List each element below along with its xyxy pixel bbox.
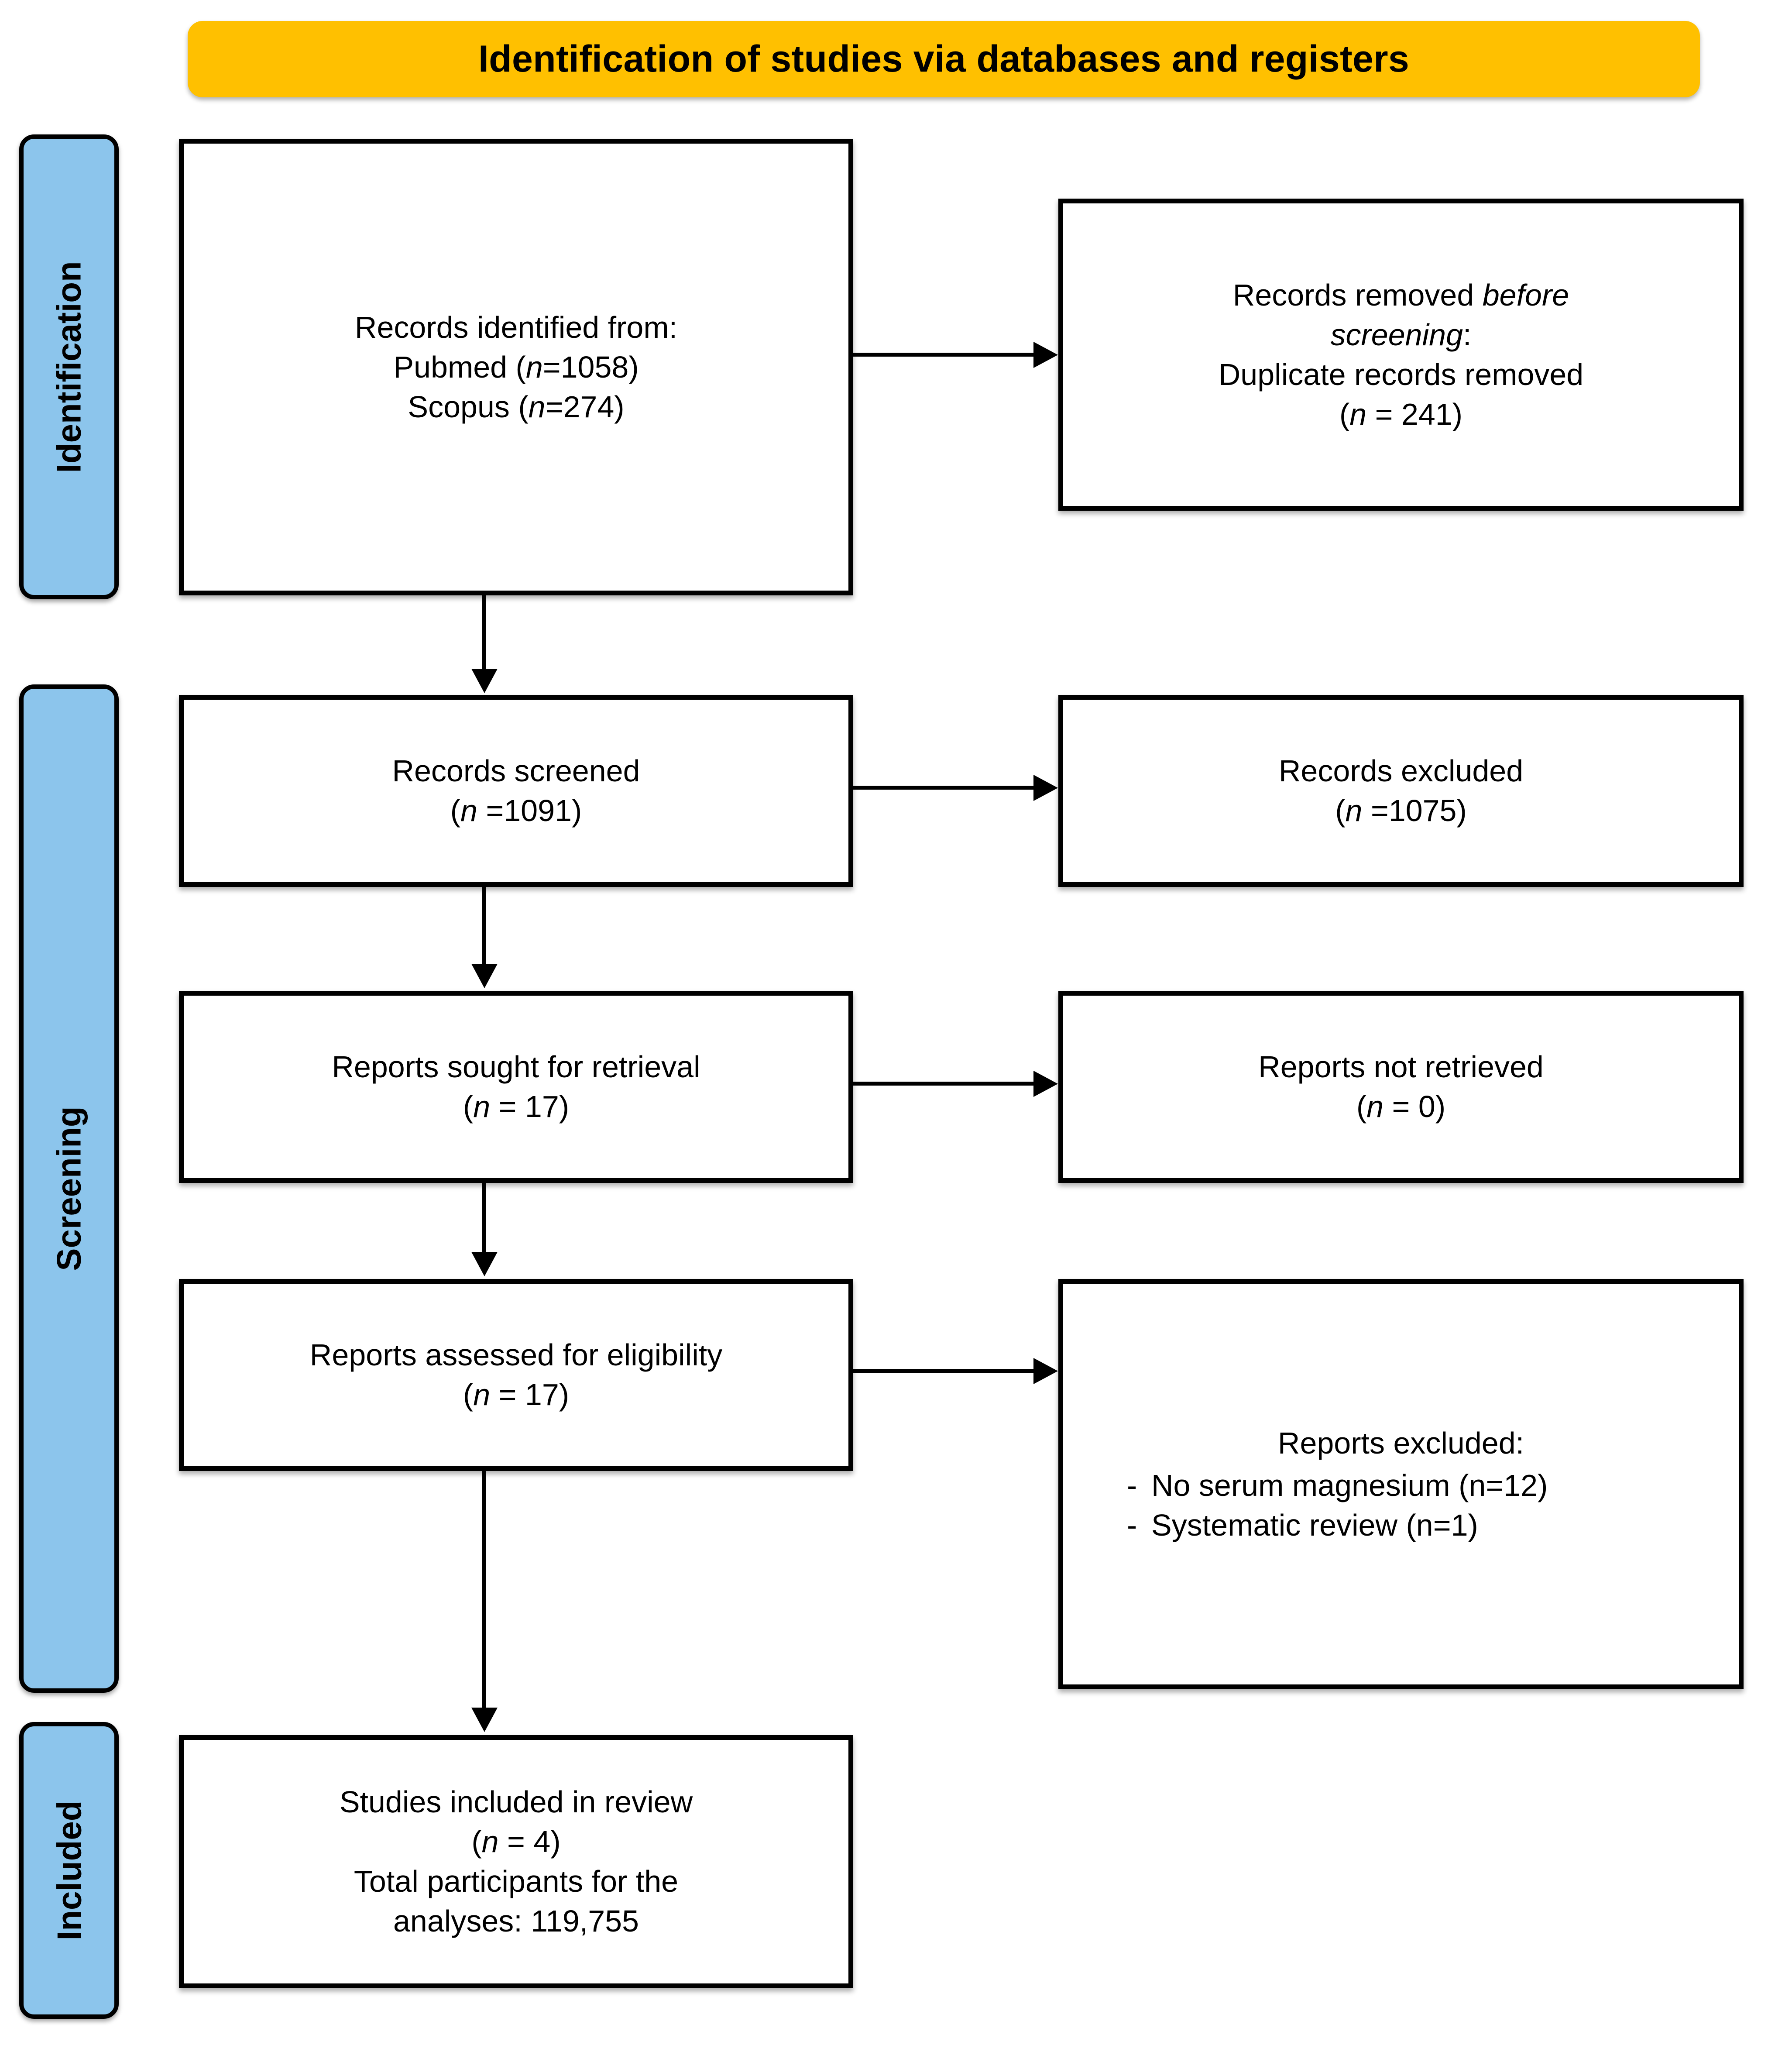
stage-label-included-text: Included xyxy=(50,1800,88,1941)
reports-assessed-count-value: = 17) xyxy=(490,1378,570,1412)
studies-included-line3: Total participants for the xyxy=(354,1864,679,1898)
records-identified-line1: Records identified from: xyxy=(354,310,678,344)
box-reports-not-retrieved: Reports not retrieved (n = 0) xyxy=(1058,991,1744,1183)
connector-identified-to-removed xyxy=(853,353,1034,357)
reports-not-retrieved-count-n: n xyxy=(1366,1090,1384,1124)
reports-not-retrieved-count-prefix: ( xyxy=(1356,1090,1367,1124)
reports-sought-count-n: n xyxy=(473,1090,491,1124)
records-identified-pubmed-n: n xyxy=(525,350,543,384)
connector-sought-to-assessed xyxy=(482,1183,486,1255)
records-removed-count-prefix: ( xyxy=(1339,397,1350,431)
arrowhead-right-icon xyxy=(1033,775,1058,801)
reports-excluded-title: Reports excluded: xyxy=(1277,1426,1524,1460)
arrowhead-right-icon xyxy=(1033,1071,1058,1097)
records-excluded-line1: Records excluded xyxy=(1278,754,1524,788)
records-screened-count-n: n xyxy=(460,794,477,828)
arrowhead-right-icon xyxy=(1033,342,1058,368)
records-excluded-count-prefix: ( xyxy=(1335,794,1346,828)
box-studies-included: Studies included in review (n = 4) Total… xyxy=(179,1735,853,1988)
connector-assessed-to-included xyxy=(482,1471,486,1709)
box-reports-excluded: Reports excluded: -No serum magnesium (n… xyxy=(1058,1279,1744,1689)
reports-sought-count-value: = 17) xyxy=(490,1090,570,1124)
reports-assessed-count-prefix: ( xyxy=(463,1378,474,1412)
records-screened-line1: Records screened xyxy=(392,754,640,788)
records-removed-screening: screening xyxy=(1330,317,1463,352)
box-records-excluded: Records excluded (n =1075) xyxy=(1058,695,1744,887)
studies-included-line4: analyses: 119,755 xyxy=(393,1904,639,1938)
reports-assessed-count-n: n xyxy=(473,1378,491,1412)
bullet-dash-icon: - xyxy=(1127,1468,1137,1502)
reports-excluded-reason-1: No serum magnesium (n=12) xyxy=(1151,1468,1548,1502)
studies-included-count-value: = 4) xyxy=(498,1825,561,1859)
box-records-identified: Records identified from: Pubmed (n=1058)… xyxy=(179,139,853,595)
reports-excluded-reason-2: Systematic review (n=1) xyxy=(1151,1508,1478,1542)
stage-label-screening: Screening xyxy=(19,684,119,1693)
records-removed-duplicates: Duplicate records removed xyxy=(1218,357,1584,392)
records-screened-count-value: =1091) xyxy=(477,794,582,828)
reports-not-retrieved-count-value: = 0) xyxy=(1383,1090,1446,1124)
stage-label-screening-text: Screening xyxy=(50,1106,89,1271)
header-banner: Identification of studies via databases … xyxy=(188,21,1700,97)
arrowhead-down-icon xyxy=(471,964,498,988)
records-identified-scopus-prefix: Scopus ( xyxy=(408,389,529,424)
connector-screened-to-excluded xyxy=(853,786,1034,790)
stage-label-included: Included xyxy=(19,1722,119,2019)
page-title: Identification of studies via databases … xyxy=(478,38,1410,80)
studies-included-count-n: n xyxy=(481,1825,499,1859)
stage-label-identification-text: Identification xyxy=(50,261,88,473)
reports-sought-line1: Reports sought for retrieval xyxy=(332,1050,700,1084)
connector-sought-to-not-retrieved xyxy=(853,1082,1034,1086)
records-excluded-count-value: =1075) xyxy=(1362,794,1467,828)
records-removed-count-n: n xyxy=(1349,397,1367,431)
records-removed-count-value: = 241) xyxy=(1366,397,1463,431)
records-identified-scopus-value: =274) xyxy=(545,389,625,424)
reports-not-retrieved-line1: Reports not retrieved xyxy=(1258,1050,1544,1084)
studies-included-count-prefix: ( xyxy=(471,1825,482,1859)
records-identified-scopus-n: n xyxy=(528,389,546,424)
reports-sought-count-prefix: ( xyxy=(463,1090,474,1124)
box-records-screened: Records screened (n =1091) xyxy=(179,695,853,887)
reports-assessed-line1: Reports assessed for eligibility xyxy=(309,1338,723,1372)
connector-screened-to-sought xyxy=(482,887,486,966)
records-removed-colon: : xyxy=(1463,317,1472,352)
bullet-dash-icon: - xyxy=(1127,1508,1137,1542)
arrowhead-down-icon xyxy=(471,1708,498,1732)
connector-assessed-to-reports-excluded xyxy=(853,1369,1034,1373)
list-item: -No serum magnesium (n=12) xyxy=(1127,1466,1727,1505)
records-excluded-count-n: n xyxy=(1345,794,1363,828)
reports-excluded-list: -No serum magnesium (n=12) -Systematic r… xyxy=(1075,1466,1727,1545)
box-reports-sought: Reports sought for retrieval (n = 17) xyxy=(179,991,853,1183)
records-identified-pubmed-value: =1058) xyxy=(542,350,639,384)
records-removed-prefix: Records removed xyxy=(1232,278,1483,312)
records-identified-pubmed-prefix: Pubmed ( xyxy=(393,350,526,384)
box-reports-assessed: Reports assessed for eligibility (n = 17… xyxy=(179,1279,853,1471)
records-screened-count-prefix: ( xyxy=(450,794,460,828)
records-removed-before: before xyxy=(1482,278,1569,312)
arrowhead-right-icon xyxy=(1033,1358,1058,1384)
arrowhead-down-icon xyxy=(471,669,498,693)
box-records-removed: Records removed before screening: Duplic… xyxy=(1058,199,1744,511)
connector-identified-to-screened xyxy=(482,595,486,672)
stage-label-identification: Identification xyxy=(19,134,119,599)
list-item: -Systematic review (n=1) xyxy=(1127,1505,1727,1545)
arrowhead-down-icon xyxy=(471,1252,498,1276)
studies-included-line1: Studies included in review xyxy=(339,1785,693,1819)
